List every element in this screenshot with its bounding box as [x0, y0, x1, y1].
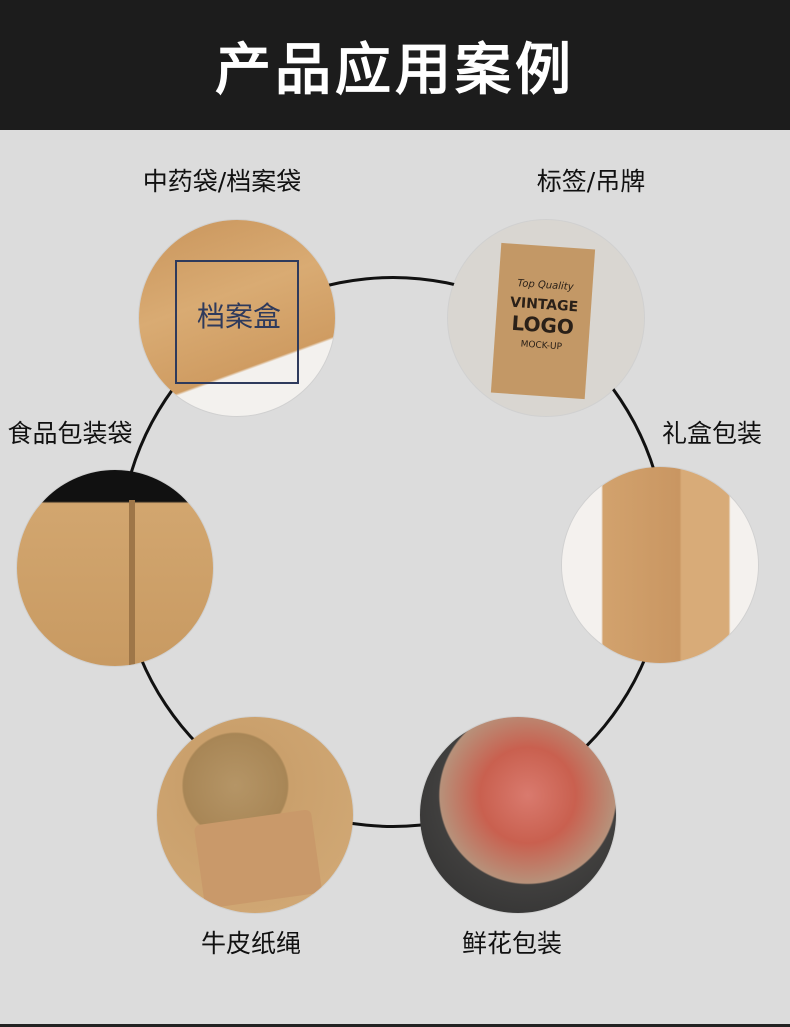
tag-text-top: Top Quality: [517, 278, 574, 294]
label-gift-box: 礼盒包装: [661, 419, 763, 448]
file-box-frame: [175, 260, 299, 384]
label-food-bag: 食品包装袋: [7, 419, 133, 448]
photo-hang-tag: Top Quality VINTAGE LOGO MOCK-UP: [448, 220, 644, 416]
photo-food-bag: [17, 470, 213, 666]
page-title: 产品应用案例: [215, 37, 575, 103]
photo-flower-wrap: [420, 717, 616, 913]
kraft-card: [193, 809, 323, 909]
photo-gift-box: [562, 467, 758, 663]
photo-file-box: 档案盒: [139, 220, 335, 416]
header-banner: 产品应用案例: [0, 0, 790, 130]
tag-text-mockup: MOCK-UP: [520, 339, 563, 353]
label-kraft-rope: 牛皮纸绳: [200, 929, 302, 958]
hang-tag: Top Quality VINTAGE LOGO MOCK-UP: [490, 242, 596, 400]
file-box-text: 档案盒: [197, 300, 282, 333]
bottom-divider: [0, 1024, 790, 1027]
label-flower-wrap: 鲜花包装: [461, 929, 563, 958]
bag-gap: [129, 500, 135, 666]
label-file-bag: 中药袋/档案袋: [142, 167, 302, 196]
label-tag: 标签/吊牌: [536, 167, 646, 196]
photo-kraft-rope: [157, 717, 353, 913]
